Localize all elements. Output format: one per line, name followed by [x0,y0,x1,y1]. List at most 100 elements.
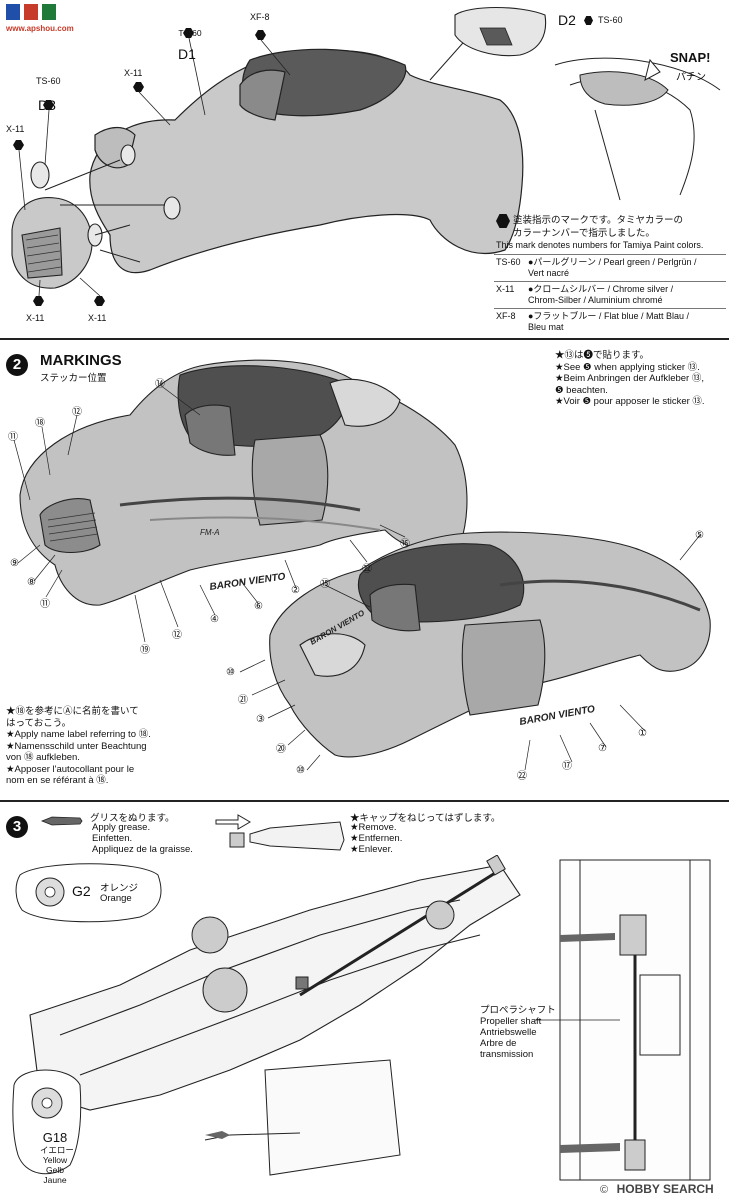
decal-text-car2: BARON VIENTO [519,704,596,728]
callout-x11-top: X-11 [124,68,143,78]
callout-ts60-d3: TS-60 [36,76,61,86]
g18-fr: Jaune [43,1175,67,1185]
step2-title: MARKINGS [40,352,122,369]
paint-row: TS-60 ●パールグリーン / Pearl green / Perlgrün … [494,254,726,282]
paint-note-jp-1: 塗装指示のマークです。タミヤカラーの [513,215,684,226]
paint-desc: Vert nacré [528,268,570,278]
sticker-number: ⑯ [400,539,410,550]
note-line: ❺ beachten. [555,384,608,396]
brand-name: HOBBY SEARCH [616,1182,714,1196]
note-line: ★See ❺ when applying sticker ⑬. [555,361,700,373]
note-line: von ⑱ aufkleben. [6,752,80,763]
callout-xf8: XF-8 [250,12,270,22]
step1-body-illustration [11,6,721,306]
g18-de: Gelb [46,1165,64,1175]
sticker-number: ⑨ [10,558,19,569]
copyright-mark: © [600,1184,609,1196]
sticker-number: ① [638,728,647,739]
note-line: ★⑬は❺で貼ります。 [555,350,650,361]
propeller-shaft-label: プロペラシャフト Propeller shaft Antriebswelle A… [480,1005,556,1060]
watermark-url: www.apshou.com [6,24,74,33]
g2-en: Orange [100,893,132,904]
callout-x11-bottom-left: X-11 [26,313,45,323]
snap-label-jp: パチン [676,72,706,83]
sticker-number: ⑪ [40,599,50,610]
callout-x11-bottom-right: X-11 [88,313,107,323]
note-line: ★Namensschild unter Beachtung [6,740,147,752]
grease-jp: グリスをぬります。 [90,813,175,824]
sticker-number: ③ [256,714,265,725]
sticker-number: ⑦ [598,743,607,754]
sticker-number: ㉑ [238,695,248,706]
paint-desc: Bleu mat [528,322,564,332]
watermark-logo-icon [6,4,56,20]
sticker-number: ⑭ [155,379,165,390]
remove-text: ★Remove. ★Entfernen. ★Enlever. [350,822,402,855]
grease-icon [40,816,83,826]
note-line: ★Voir ❺ pour apposer le sticker ⑬. [555,396,705,407]
sticker-number: ⑪ [8,432,18,443]
sticker-number: ⑤ [695,530,704,541]
remove-jp: ★キャップをねじってはずします。 [350,813,501,824]
callout-ts60-d2: TS-60 [598,15,623,25]
sticker-number: ⑲ [140,645,150,656]
paint-code: TS-60 [494,254,526,282]
part-label-d2: D2 [558,12,576,28]
note-line: ★Apply name label referring to ⑱. [6,729,151,740]
sticker-number: ⑱ [35,418,45,429]
paint-desc: ●クロームシルバー / Chrome silver / [528,284,674,294]
sticker-number: ⑮ [320,579,330,590]
paint-desc: ●フラットブルー / Flat blue / Matt Blau / [528,311,689,321]
g18-labels: G18 イエロー Yellow Gelb Jaune [40,1130,74,1185]
sticker-number: ⑥ [254,601,263,612]
paint-mark-icon [496,214,510,228]
paint-desc: ●パールグリーン / Pearl green / Perlgrün / [528,257,697,267]
sticker-number: ② [291,585,300,596]
grease-line: Einfetten. [92,833,133,844]
shaft-de: Antriebswelle [480,1027,537,1038]
g18-en: Yellow [42,1155,68,1165]
remove-line: ★Remove. [350,822,397,833]
callout-ts60-d1: TS-60 [170,28,210,38]
remove-line: ★Enlever. [350,844,393,855]
paint-desc: Chrom-Silber / Aluminium chromé [528,295,663,305]
sticker-number: ⑧ [27,577,36,588]
paint-row: XF-8 ●フラットブルー / Flat blue / Matt Blau /B… [494,308,726,335]
callout-code: TS-60 [178,28,202,38]
step2-notes-left: ★⑱を参考にⒶに名前を書いて はっておこう。 ★Apply name label… [6,706,151,787]
note-line: ★⑱を参考にⒶに名前を書いて [6,706,139,717]
grease-text: Apply grease. Einfetten. Appliquez de la… [92,822,193,855]
grease-tube-icon [215,814,345,851]
divider [0,338,729,340]
sticker-number: ⑩ [226,667,235,678]
g2-jp: オレンジ [100,883,139,894]
g18-jp: イエロー [40,1145,74,1155]
note-line: ★Apposer l'autocollant pour le [6,763,135,775]
part-label-d3: D3 [38,97,56,113]
paint-table: TS-60 ●パールグリーン / Pearl green / Perlgrün … [494,254,726,335]
sticker-number: ⑳ [276,744,286,755]
part-label-d1: D1 [178,46,196,62]
watermark-logo: www.apshou.com [4,2,74,36]
sticker-number: ㉒ [517,771,527,782]
shaft-fr-2: transmission [480,1049,534,1060]
sticker-number: ⑫ [72,407,82,418]
divider [0,800,729,802]
step-number-3: 3 [6,816,28,838]
markings-illustration: BARON VIENTO FM-A BARON VIENTO BARON VIE… [13,359,711,771]
sticker-number: ⑩ [296,765,305,776]
chassis-illustration [12,855,711,1181]
paint-code: X-11 [494,281,526,309]
step2-subtitle: ステッカー位置 [40,373,107,384]
sticker-number: ④ [210,614,219,625]
note-line: nom en se référant à ⑱. [6,775,109,786]
note-line: はっておこう。 [6,717,72,729]
g18-code: G18 [42,1130,68,1145]
g2-code: G2 [72,883,91,899]
shaft-fr: Arbre de [480,1038,517,1049]
sticker-number: ⑰ [562,761,572,772]
grease-line: Apply grease. [92,822,151,833]
decal-mini: FM-A [200,528,220,537]
snap-label: SNAP! [670,50,711,65]
callout-x11-left: X-11 [6,124,25,134]
